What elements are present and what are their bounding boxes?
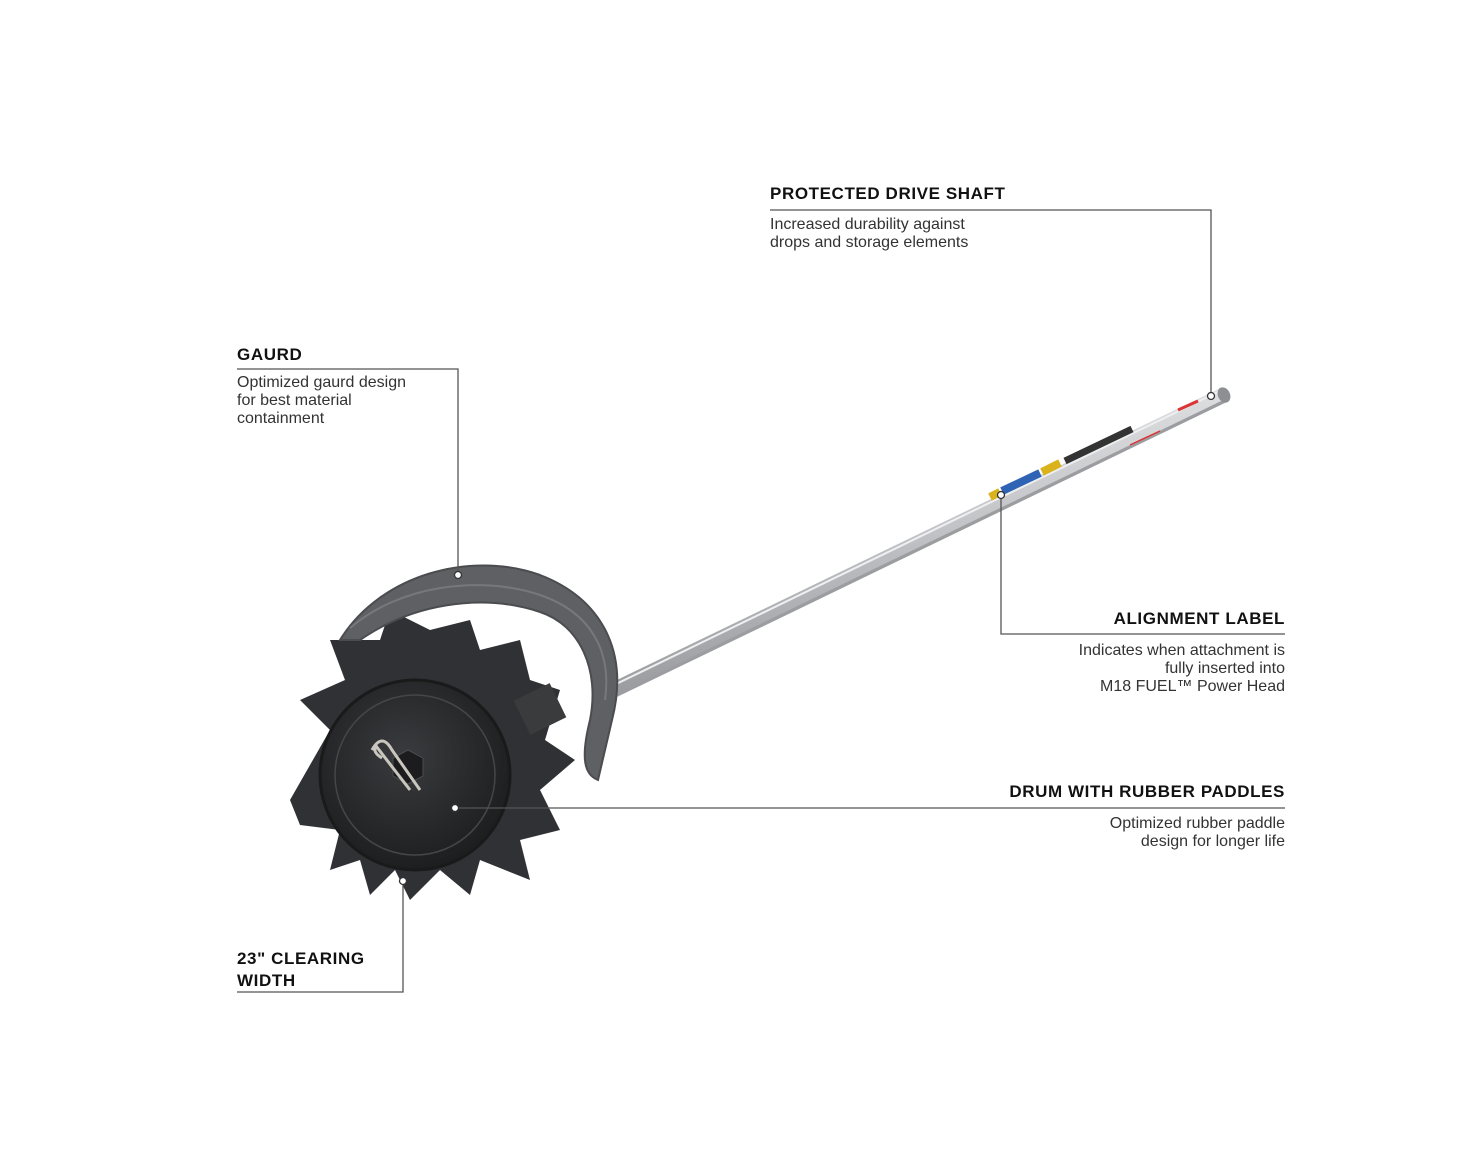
desc-line: Indicates when attachment is (1078, 642, 1285, 659)
desc-line: fully inserted into (1164, 660, 1285, 677)
drum-desc: Optimized rubber paddle design for longe… (1110, 815, 1285, 851)
guard-desc: Optimized gaurd design for best material… (237, 374, 406, 428)
desc-line: containment (237, 410, 325, 427)
drum-with-paddles (290, 610, 575, 900)
leader-lines (237, 209, 1285, 993)
title-line: WIDTH (237, 971, 296, 990)
drive-shaft (602, 387, 1231, 700)
drum-title: DRUM WITH RUBBER PADDLES (1009, 782, 1285, 801)
alignment-desc: Indicates when attachment is fully inser… (1079, 642, 1285, 696)
callout-dots (398, 391, 1216, 886)
clearing-width-title: 23" CLEARING WIDTH (237, 948, 365, 992)
desc-line: drops and storage elements (770, 234, 969, 251)
alignment-title: ALIGNMENT LABEL (1113, 609, 1285, 628)
guard (338, 564, 619, 782)
desc-line: Optimized gaurd design (237, 374, 406, 391)
drive-shaft-title: PROTECTED DRIVE SHAFT (770, 184, 1006, 203)
desc-line: Optimized rubber paddle (1109, 815, 1285, 832)
desc-line: M18 FUEL™ Power Head (1100, 678, 1285, 695)
desc-line: for best material (237, 392, 352, 409)
title-line: 23" CLEARING (237, 949, 365, 968)
desc-line: design for longer life (1140, 833, 1285, 850)
drive-shaft-desc: Increased durability against drops and s… (770, 216, 968, 252)
guard-title: GAURD (237, 345, 303, 364)
alignment-label-graphic (988, 399, 1199, 501)
desc-line: Increased durability against (770, 216, 965, 233)
